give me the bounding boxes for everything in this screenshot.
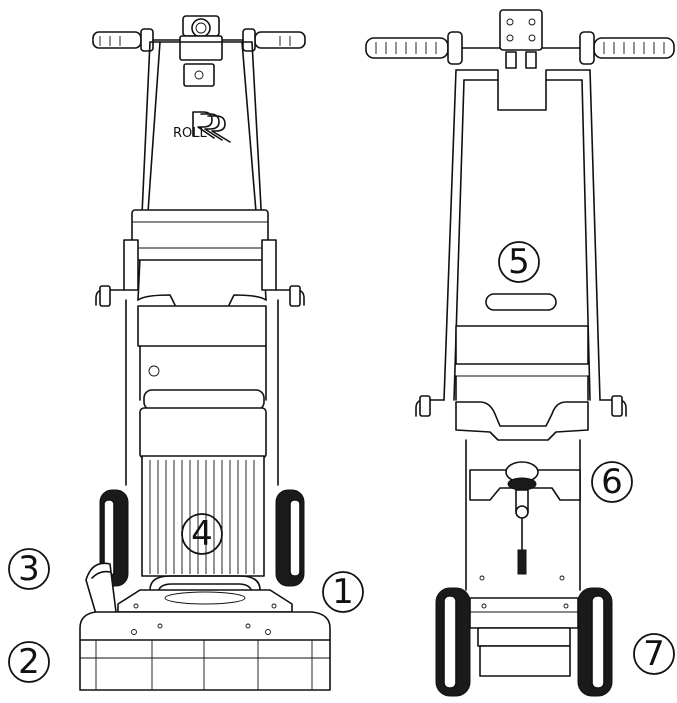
callout-3: 3 — [8, 548, 50, 590]
rear-chassis — [465, 439, 581, 591]
callout-7-label: 7 — [643, 634, 665, 674]
callout-1: 1 — [322, 571, 364, 613]
callout-4-label: 4 — [191, 514, 213, 554]
front-lower-column — [125, 299, 279, 486]
motor — [139, 389, 267, 577]
callout-4: 4 — [181, 513, 223, 555]
brand-logo-text: ROLL — [173, 126, 208, 141]
brand-logo: ROLL — [173, 111, 231, 143]
callout-2: 2 — [8, 641, 50, 683]
callout-7: 7 — [633, 633, 675, 675]
callout-3-label: 3 — [18, 549, 40, 589]
callout-1-label: 1 — [332, 572, 354, 612]
front-control-box — [179, 15, 223, 87]
rear-wheels — [435, 587, 613, 697]
rear-handlebar — [365, 31, 675, 65]
front-mid-frame — [95, 209, 305, 377]
callout-6: 6 — [591, 461, 633, 503]
callout-6-label: 6 — [601, 462, 623, 502]
rear-view — [365, 9, 675, 697]
callout-2-label: 2 — [18, 642, 40, 682]
front-wheels — [99, 489, 305, 587]
rear-main-frame — [415, 69, 627, 441]
callout-5: 5 — [498, 241, 540, 283]
dust-port — [85, 562, 117, 615]
callout-5-label: 5 — [508, 242, 530, 282]
front-view: ROLL — [79, 15, 331, 691]
rear-top-clamp — [499, 9, 543, 69]
grinding-deck — [79, 589, 331, 691]
